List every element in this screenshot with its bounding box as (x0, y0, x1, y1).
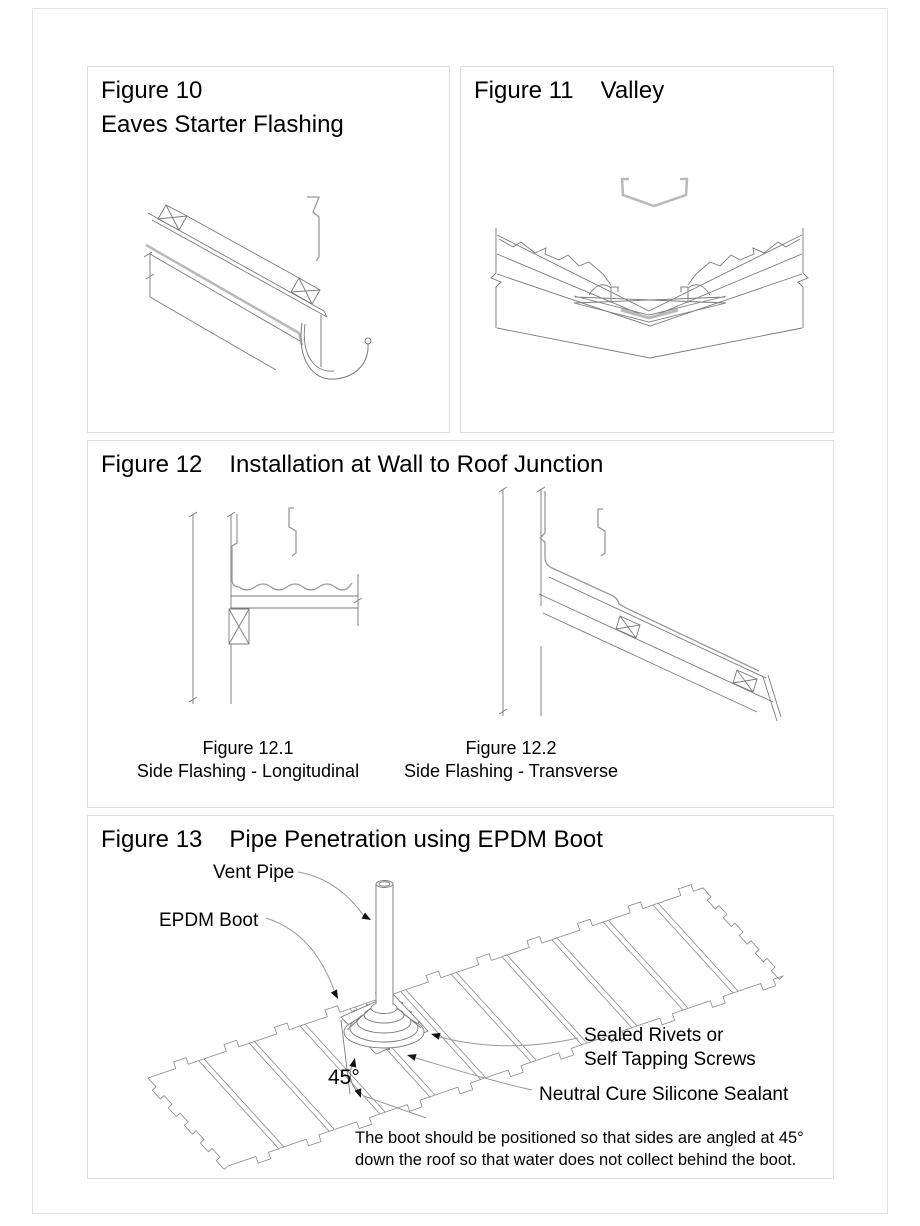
figure11-title: Figure 11 Valley (474, 74, 664, 108)
fascia-board (145, 253, 322, 371)
figure11-name: Valley (600, 77, 665, 104)
note-line1: The boot should be positioned so that si… (355, 1129, 804, 1147)
batten-upper (615, 615, 641, 639)
valley-flashing-profile (620, 177, 689, 208)
epdm-boot-label: EPDM Boot (159, 910, 259, 931)
gutter (300, 322, 372, 380)
flashing-profile (307, 196, 320, 262)
valley-flashing-installed (573, 286, 727, 323)
figure10-name: Eaves Starter Flashing (101, 111, 344, 138)
figure12-2-name: Side Flashing - Transverse (403, 761, 619, 781)
figure12-number: Figure 12 (101, 451, 203, 478)
wall-section (498, 486, 546, 716)
batten-lower (290, 277, 321, 305)
vent-pipe-label: Vent Pipe (213, 862, 295, 883)
figure11-drawing (490, 177, 809, 359)
figure13-number: Figure 13 (101, 826, 203, 853)
figure12-title: Figure 12 Installation at Wall to Roof Ju… (101, 448, 603, 482)
wall-section (188, 511, 238, 704)
figure12-box: Figure 12 Installation at Wall to Roof Ju… (87, 440, 834, 808)
figure10-title: Figure 10 Eaves Starter Flashing (101, 74, 344, 142)
figure10-number: Figure 10 (101, 77, 203, 104)
batten (228, 608, 250, 645)
figure12-1-name: Side Flashing - Longitudinal (136, 761, 360, 781)
figure12-2-number: Figure 12.2 (465, 738, 557, 758)
sloped-roof (538, 576, 782, 722)
sealed-rivets-line1: Sealed Rivets or (584, 1025, 724, 1046)
batten-upper (157, 204, 188, 231)
eaves-sheet (143, 212, 328, 318)
angle-label: 45° (328, 1066, 360, 1089)
boot-position-note: The boot should be positioned so that si… (355, 1127, 804, 1171)
epdm-boot-cone (343, 1002, 425, 1049)
figure12-name: Installation at Wall to Roof Junction (229, 451, 604, 478)
figure11-number: Figure 11 (474, 77, 574, 104)
sealed-rivets-line2: Self Tapping Screws (584, 1049, 756, 1070)
figure12-1-number: Figure 12.1 (202, 738, 294, 758)
figure13-title: Figure 13 Pipe Penetration using EPDM Boo… (101, 823, 603, 857)
side-flashing (539, 532, 760, 672)
figure12-2-drawing (498, 486, 782, 722)
flashing-profile (288, 507, 297, 557)
batten-lower (732, 669, 758, 693)
note-line2: down the roof so that water does not col… (355, 1151, 797, 1169)
valley-section (490, 228, 809, 359)
sealant-label: Neutral Cure Silicone Sealant (539, 1084, 789, 1105)
vent-pipe-shape (375, 880, 394, 1004)
roof-sheet (231, 574, 363, 626)
figure13-name: Pipe Penetration using EPDM Boot (229, 826, 603, 853)
flashing-profile (597, 508, 606, 557)
sheet-cut-edges (498, 238, 801, 296)
figure13-drawing (147, 871, 784, 1170)
figure13-box: Figure 13 Pipe Penetration using EPDM Boo… (87, 815, 834, 1179)
leader-lines (265, 871, 579, 1119)
figure12-1-drawing (188, 507, 363, 704)
figure12-1-caption: Figure 12.1 Side Flashing - Longitudinal (137, 737, 359, 783)
side-flashing (231, 537, 353, 591)
leader-arrows (330, 912, 441, 1098)
sealed-rivets-label: Sealed Rivets or Self Tapping Screws (584, 1024, 756, 1072)
figure12-2-caption: Figure 12.2 Side Flashing - Transverse (404, 737, 618, 783)
figure10-box: Figure 10 Eaves Starter Flashing (87, 66, 450, 433)
figure10-drawing (143, 196, 372, 380)
figure11-box: Figure 11 Valley (460, 66, 834, 433)
corrugated-roof-sheet (147, 884, 784, 1170)
page-border (32, 8, 888, 1214)
